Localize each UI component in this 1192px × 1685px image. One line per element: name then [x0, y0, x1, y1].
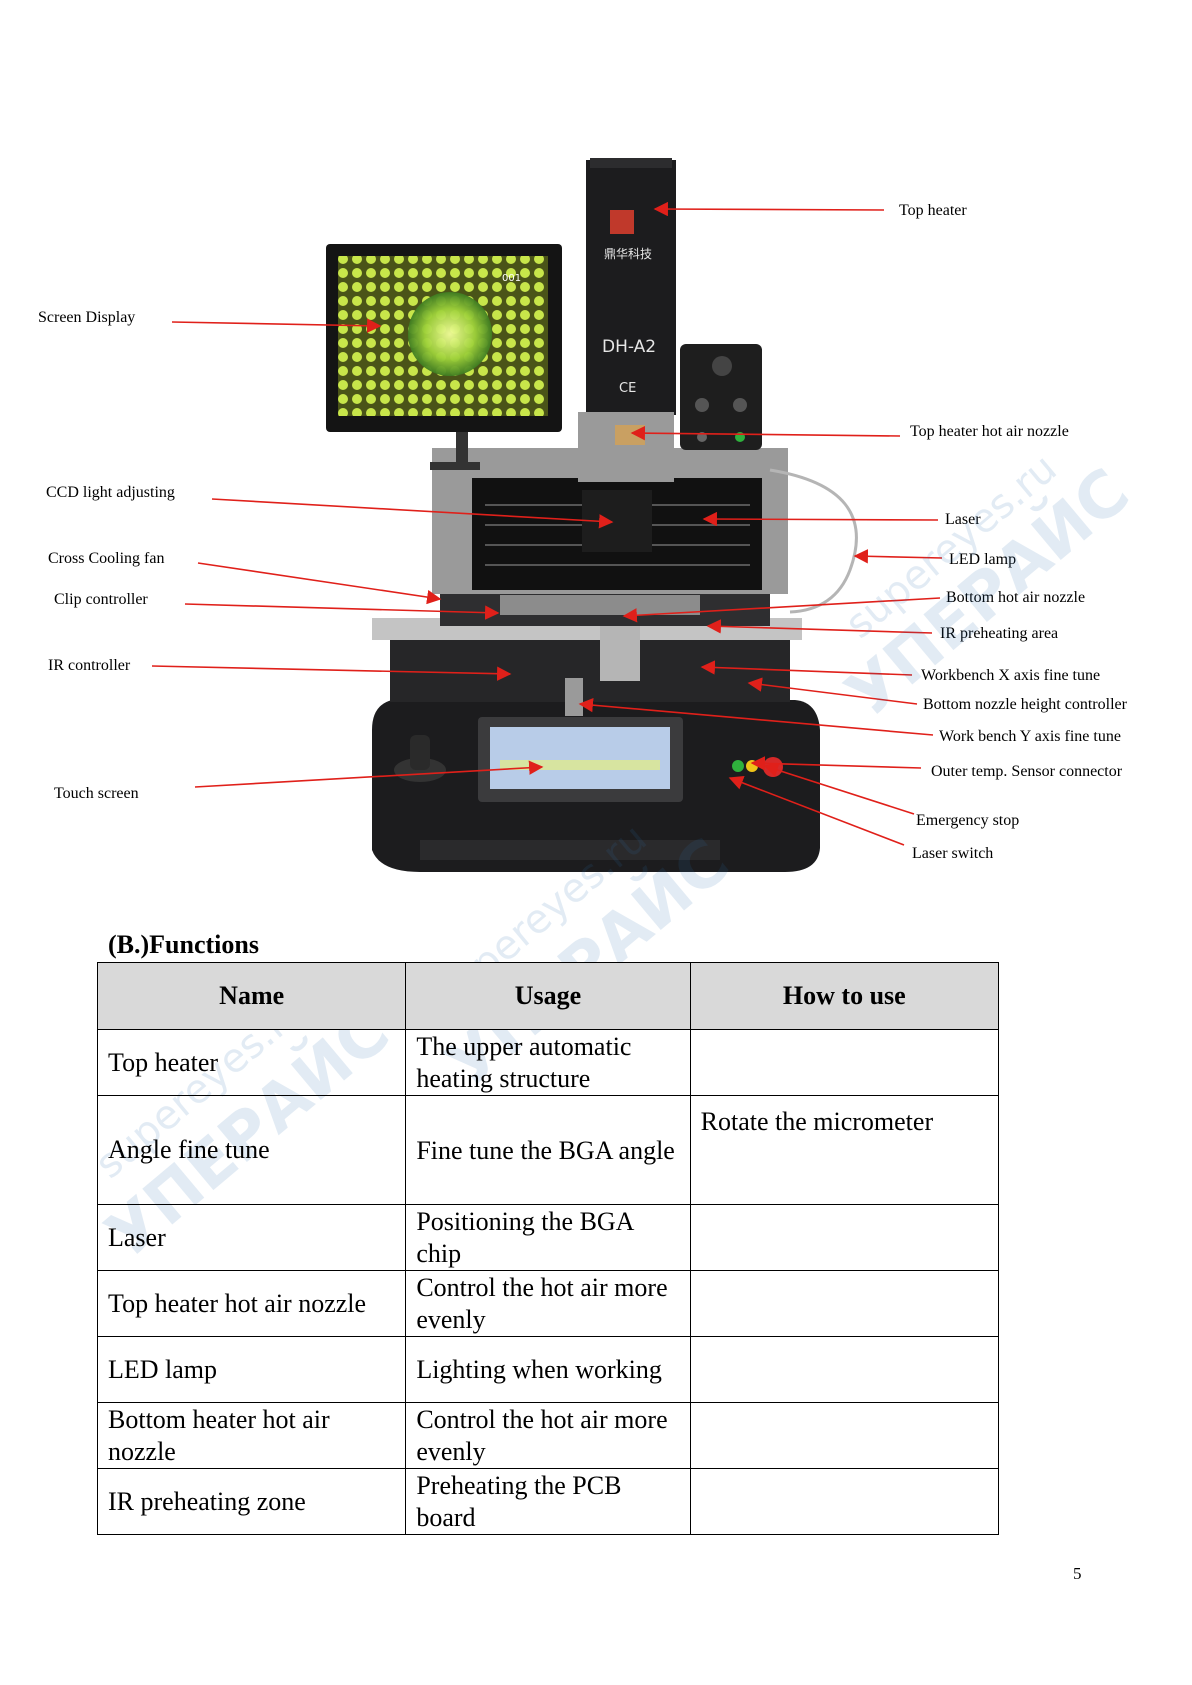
- cell-usage: Preheating the PCB board: [405, 1468, 691, 1535]
- machine-illustration: 001 鼎华科技 DH-A2 CE: [326, 158, 858, 872]
- cell-how-to-use: [689, 1402, 1000, 1469]
- cell-usage: Control the hot air more evenly: [405, 1270, 691, 1337]
- cell-how-to-use: [689, 1270, 1000, 1337]
- label-cross-cooling-fan: Cross Cooling fan: [48, 550, 164, 567]
- label-bottom-nozzle-height-controller: Bottom nozzle height controller: [923, 696, 1128, 713]
- cell-how-to-use: [689, 1029, 1000, 1096]
- table-row: Top heater hot air nozzle Control the ho…: [96, 1270, 1000, 1337]
- cell-usage: Control the hot air more evenly: [405, 1402, 691, 1469]
- label-touch-screen: Touch screen: [54, 785, 139, 802]
- leader-screen-display: [171, 318, 382, 333]
- table-header-row: Name Usage How to use: [96, 962, 1000, 1030]
- leader-lines: [151, 201, 943, 846]
- label-ir-controller: IR controller: [48, 657, 131, 674]
- leader-top-heater-hot-air-nozzle: [630, 425, 901, 441]
- table-row: Top heater The upper automatic heating s…: [96, 1029, 1000, 1096]
- table-row: Laser Positioning the BGA chip: [96, 1204, 1000, 1271]
- callout-labels: Top heater Screen Display Top heater hot…: [38, 202, 1128, 862]
- label-screen-display: Screen Display: [38, 309, 135, 326]
- label-laser: Laser: [945, 511, 981, 528]
- label-laser-switch: Laser switch: [912, 845, 993, 862]
- cell-usage: Lighting when working: [405, 1336, 691, 1403]
- label-led-lamp: LED lamp: [949, 551, 1016, 568]
- cell-how-to-use: [689, 1204, 1000, 1271]
- cell-name: LED lamp: [96, 1336, 407, 1403]
- leader-workbench-x-axis-fine-tune: [700, 660, 913, 676]
- label-bottom-hot-air-nozzle: Bottom hot air nozzle: [946, 589, 1085, 606]
- cell-usage: Positioning the BGA chip: [405, 1204, 691, 1271]
- cell-name: Angle fine tune: [96, 1095, 407, 1205]
- table-row: LED lamp Lighting when working: [96, 1336, 1000, 1403]
- brand-text: 鼎华科技: [604, 247, 652, 261]
- model-text: DH-A2: [602, 337, 656, 357]
- label-ccd-light-adjusting: CCD light adjusting: [46, 484, 175, 501]
- label-top-heater: Top heater: [899, 202, 967, 219]
- label-workbench-x-axis-fine-tune: Workbench X axis fine tune: [921, 667, 1100, 684]
- screen-number: 001: [502, 273, 521, 284]
- column-header-usage: Usage: [405, 962, 691, 1030]
- cell-usage: Fine tune the BGA angle: [405, 1095, 691, 1205]
- cell-name: IR preheating zone: [96, 1468, 407, 1535]
- table-row: IR preheating zone Preheating the PCB bo…: [96, 1468, 1000, 1535]
- cell-how-to-use: Rotate the micrometer: [689, 1095, 1000, 1205]
- label-ir-preheating-area: IR preheating area: [940, 625, 1058, 642]
- control-panel: [680, 344, 762, 450]
- leader-ir-preheating-area: [706, 619, 933, 634]
- leader-ccd-light-adjusting: [211, 498, 614, 529]
- column-header-name: Name: [96, 962, 407, 1030]
- product-diagram: 001 鼎华科技 DH-A2 CE Top heater Screen Disp…: [38, 158, 1128, 872]
- label-outer-temp-sensor-connector: Outer temp. Sensor connector: [931, 763, 1123, 780]
- leader-cross-cooling-fan: [197, 562, 442, 605]
- ce-mark: CE: [619, 381, 636, 396]
- label-clip-controller: Clip controller: [54, 591, 148, 608]
- cell-how-to-use: [689, 1336, 1000, 1403]
- top-heater-column: [586, 160, 676, 415]
- leader-work-bench-y-axis-fine-tune: [578, 697, 934, 736]
- leader-outer-temp-sensor-connector: [750, 756, 922, 771]
- laser-switch-button: [732, 760, 744, 772]
- leader-bottom-hot-air-nozzle: [622, 597, 941, 623]
- leader-top-heater: [653, 201, 885, 217]
- cell-how-to-use: [689, 1468, 1000, 1535]
- leader-bottom-nozzle-height-controller: [747, 677, 918, 705]
- page-number: 5: [1073, 1564, 1082, 1583]
- leader-clip-controller: [184, 603, 500, 620]
- cell-name: Top heater hot air nozzle: [96, 1270, 407, 1337]
- cell-name: Laser: [96, 1204, 407, 1271]
- functions-table: Name Usage How to use Top heater The upp…: [96, 962, 1000, 1535]
- functions-title: (B.)Functions: [108, 930, 259, 959]
- cell-usage: The upper automatic heating structure: [405, 1029, 691, 1096]
- cell-name: Top heater: [96, 1029, 407, 1096]
- label-emergency-stop: Emergency stop: [916, 812, 1019, 829]
- leader-ir-controller: [151, 665, 512, 681]
- label-work-bench-y-axis-fine-tune: Work bench Y axis fine tune: [939, 728, 1121, 745]
- leader-emergency-stop: [763, 763, 915, 815]
- table-row: Angle fine tune Fine tune the BGA angle …: [96, 1095, 1000, 1205]
- label-top-heater-hot-air-nozzle: Top heater hot air nozzle: [910, 423, 1069, 440]
- leader-laser: [702, 511, 939, 527]
- leader-laser-switch: [728, 775, 905, 846]
- table-row: Bottom heater hot air nozzle Control the…: [96, 1402, 1000, 1469]
- column-header-how-to-use: How to use: [689, 962, 1000, 1030]
- leader-led-lamp: [853, 549, 943, 564]
- cell-name: Bottom heater hot air nozzle: [96, 1402, 407, 1469]
- leader-touch-screen: [194, 760, 544, 788]
